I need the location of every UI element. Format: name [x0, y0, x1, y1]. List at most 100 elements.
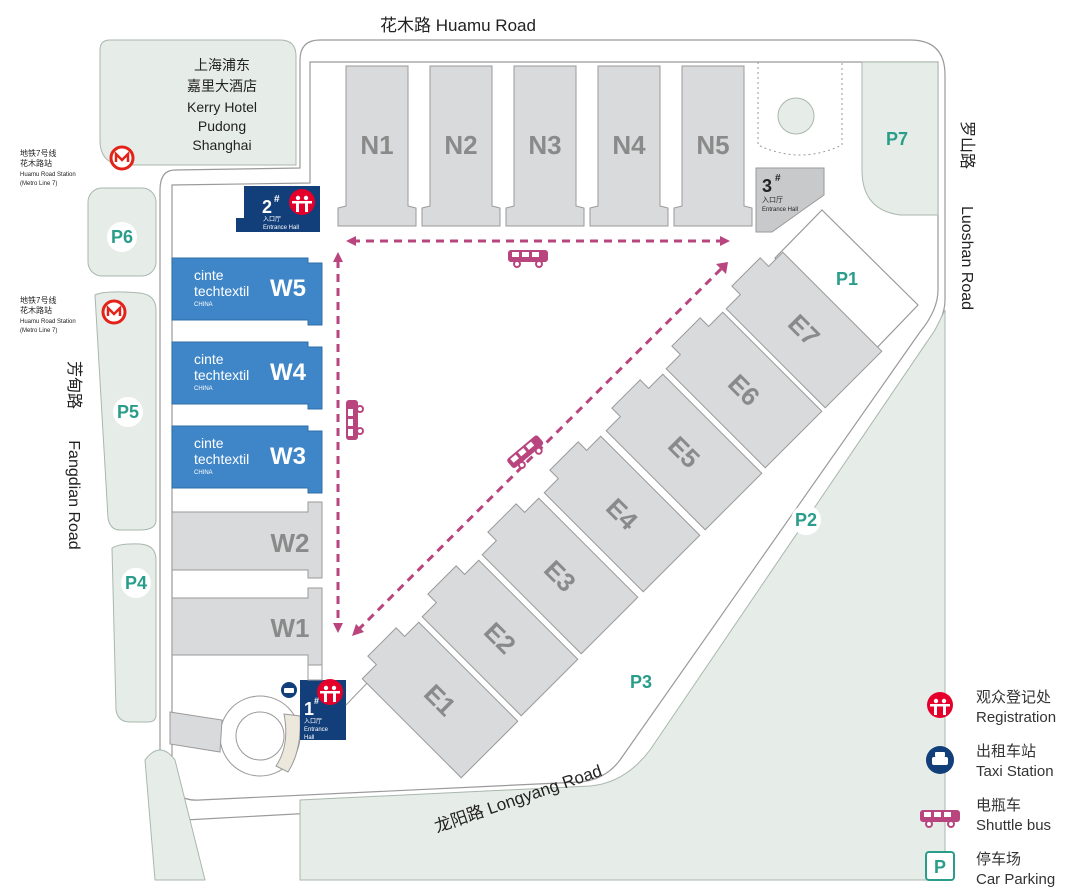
parking-p4-label: P4	[125, 573, 147, 593]
hall-w5-label: W5	[270, 275, 306, 302]
entrance-3-en: Entrance Hall	[762, 207, 798, 213]
hall-w4-label: W4	[270, 359, 307, 386]
hall-n1-label: N1	[360, 130, 393, 160]
legend-parking-cn: 停车场	[976, 851, 1021, 868]
parking-icon: P	[925, 851, 955, 881]
legend-shuttle-cn: 电瓶车	[976, 797, 1021, 814]
hall-n4-label: N4	[612, 130, 646, 160]
parking-p6-label: P6	[111, 227, 133, 247]
route-arrow-east	[720, 236, 730, 246]
hall-w4[interactable]	[171, 341, 323, 410]
registration-icon	[289, 189, 315, 215]
w5-brand-china: CHINA	[194, 302, 213, 308]
green-area-east	[299, 309, 946, 881]
w3-brand-techtextil: techtextil	[194, 451, 249, 467]
hall-w5[interactable]	[171, 257, 323, 326]
hall-w2[interactable]	[171, 501, 323, 579]
hotel-line-4: Pudong	[198, 118, 246, 134]
entrance-3-cn: 入口厅	[762, 196, 783, 204]
legend-registration-cn: 观众登记处	[976, 689, 1051, 706]
legend-registration-en: Registration	[976, 709, 1056, 726]
hall-n5-label: N5	[696, 130, 729, 160]
hall-w2-label: W2	[271, 528, 310, 558]
legend-shuttle-en: Shuttle bus	[976, 817, 1051, 834]
parking-p2-label: P2	[795, 510, 817, 530]
hotel-line-3: Kerry Hotel	[187, 99, 257, 115]
parking-labels: P6 P5 P4 P7 P1 P2 P3	[107, 129, 908, 697]
w3-brand-cinte: cinte	[194, 435, 224, 451]
shuttle-bus-icon	[507, 249, 549, 268]
west-halls-plain	[171, 501, 323, 666]
metro-1-line-4: (Metro Line 7)	[20, 181, 57, 187]
taxi-icon	[281, 682, 297, 698]
entrance-1-cn: 入口厅	[304, 718, 322, 725]
hall-e3[interactable]	[474, 490, 639, 655]
hotel-label: 上海浦东 嘉里大酒店 Kerry Hotel Pudong Shanghai	[187, 57, 257, 153]
hall-e5[interactable]	[598, 366, 763, 531]
hotel-block	[99, 39, 297, 166]
hall-e4[interactable]	[536, 428, 701, 593]
road-east: 罗山路 Luoshan Road	[958, 121, 976, 310]
w4-brand-cinte: cinte	[194, 351, 224, 367]
route-arrow-west	[346, 236, 356, 246]
roundabout-ramp-west	[169, 711, 223, 753]
shuttle-bus-icon	[345, 399, 364, 441]
svg-text:P: P	[934, 857, 946, 877]
west-halls-branded	[171, 257, 323, 494]
road-east-cn: 罗山路	[958, 121, 976, 169]
entrance-3-number: 3	[762, 176, 772, 196]
green-area-southwest	[144, 749, 206, 881]
metro-label-1: 地铁7号线 花木路站 Huamu Road Station (Metro Lin…	[20, 148, 76, 187]
road-west-cn: 芳甸路	[65, 361, 83, 409]
metro-icon	[101, 299, 127, 325]
route-arrow-north	[333, 252, 343, 262]
road-north-label: 花木路 Huamu Road	[380, 16, 536, 35]
registration-icon	[317, 679, 343, 705]
parking-p1-label: P1	[836, 269, 858, 289]
hall-w3-label: W3	[270, 443, 306, 470]
hall-n2-label: N2	[444, 130, 477, 160]
hall-w3[interactable]	[171, 425, 323, 494]
connector-e1	[307, 664, 323, 681]
road-west: 芳甸路 Fangdian Road	[65, 361, 83, 550]
metro-1-line-1: 地铁7号线	[20, 148, 56, 158]
legend-parking-en: Car Parking	[976, 871, 1055, 888]
hotel-line-2: 嘉里大酒店	[187, 78, 257, 94]
w4-brand-china: CHINA	[194, 386, 213, 392]
entrance-2-cn: 入口厅	[263, 216, 281, 223]
w5-brand-cinte: cinte	[194, 267, 224, 283]
plaza-circle	[777, 97, 815, 135]
route-arrow-sw	[352, 624, 364, 636]
east-halls: E1 E2 E3 E4 E5 E6 E7	[354, 244, 883, 779]
metro-2-line-3: Huamu Road Station	[20, 319, 76, 325]
hall-e2[interactable]	[414, 552, 579, 717]
hotel-line-1: 上海浦东	[194, 57, 250, 73]
hall-e6[interactable]	[658, 304, 823, 469]
entrance-2-en: Entrance Hall	[263, 225, 299, 231]
metro-2-line-4: (Metro Line 7)	[20, 328, 57, 334]
legend: 观众登记处 Registration 出租车站 Taxi Station 电瓶车…	[919, 689, 1056, 888]
entrance-3-sup: #	[775, 173, 781, 184]
parking-p7-label: P7	[886, 129, 908, 149]
hall-e1[interactable]	[354, 614, 519, 779]
shuttle-bus-icon	[505, 433, 549, 475]
legend-taxi-en: Taxi Station	[976, 763, 1054, 780]
entrance-3[interactable]	[755, 167, 825, 233]
route-arrow-ne	[716, 262, 728, 274]
metro-2-line-1: 地铁7号线	[20, 295, 56, 305]
entrance-1-en2: Hall	[304, 735, 314, 741]
hall-e7[interactable]	[718, 244, 883, 409]
hall-w1-label: W1	[271, 613, 310, 643]
road-east-en: Luoshan Road	[958, 206, 975, 310]
entrance-2-number: 2	[262, 197, 272, 217]
entrance-2-sup: #	[274, 194, 280, 205]
hotel-line-5: Shanghai	[192, 137, 251, 153]
parking-p3-label: P3	[630, 672, 652, 692]
w5-brand-techtextil: techtextil	[194, 283, 249, 299]
w4-brand-techtextil: techtextil	[194, 367, 249, 383]
parking-p5-label: P5	[117, 402, 139, 422]
hall-n3-label: N3	[528, 130, 561, 160]
entrance-1-sup: #	[314, 696, 319, 706]
